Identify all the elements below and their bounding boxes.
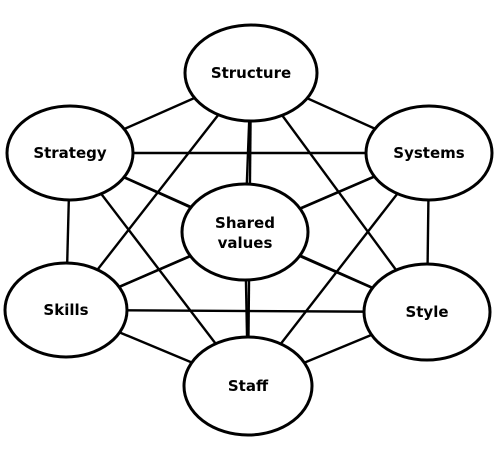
- node-strategy-label: Strategy: [33, 144, 107, 162]
- node-style-label: Style: [405, 303, 448, 321]
- node-structure: Structure: [183, 23, 319, 123]
- node-systems-ellipse: [364, 104, 494, 202]
- node-shared-values: Shared values: [180, 182, 310, 282]
- node-strategy: Strategy: [5, 104, 135, 202]
- node-strategy-ellipse: [5, 104, 135, 202]
- node-shared-values-ellipse: [180, 182, 310, 282]
- node-skills-label: Skills: [43, 301, 88, 319]
- node-skills: Skills: [3, 261, 129, 359]
- node-staff-ellipse: [182, 335, 314, 437]
- node-staff: Staff: [182, 335, 314, 437]
- node-structure-label: Structure: [211, 64, 291, 82]
- node-skills-ellipse: [3, 261, 129, 359]
- node-structure-ellipse: [183, 23, 319, 123]
- node-shared-values-label: Shared: [215, 214, 275, 232]
- node-shared-values-label-line2: values: [218, 234, 273, 252]
- node-style-ellipse: [362, 262, 492, 362]
- node-systems-label: Systems: [393, 144, 464, 162]
- node-systems: Systems: [364, 104, 494, 202]
- node-style: Style: [362, 262, 492, 362]
- node-staff-label: Staff: [228, 377, 269, 395]
